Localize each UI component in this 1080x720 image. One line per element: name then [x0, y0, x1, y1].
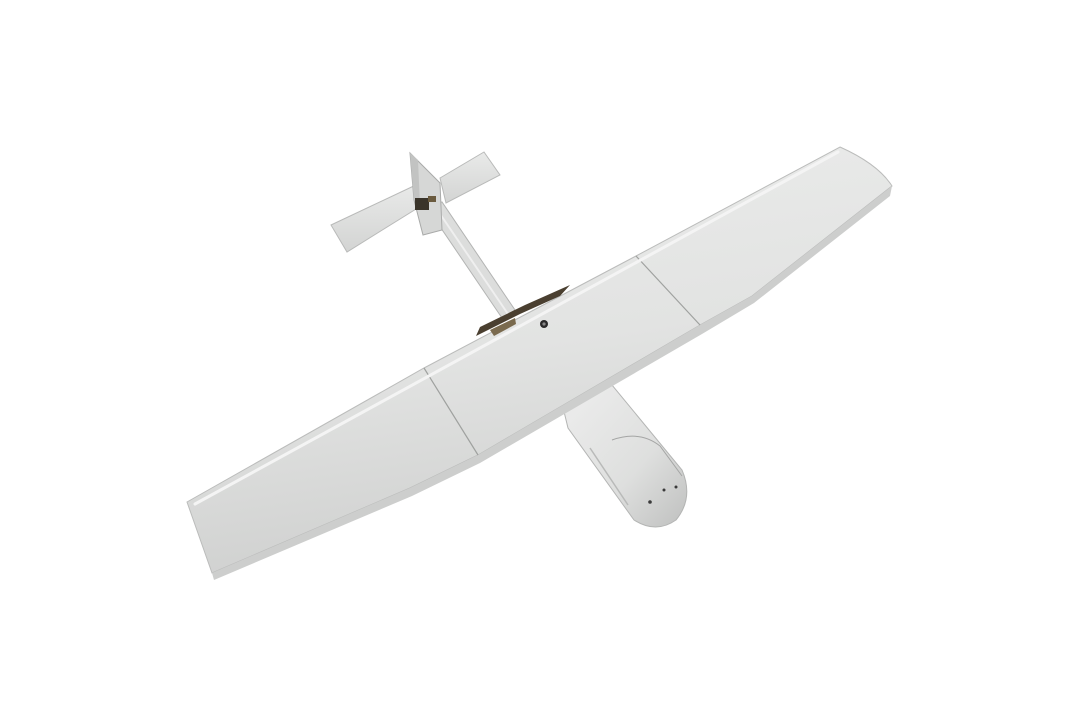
wing-mount-hardware — [476, 285, 570, 336]
vertical-fin — [409, 151, 443, 236]
wing-panel-line-left — [423, 367, 479, 456]
fuselage — [559, 384, 688, 528]
main-wing — [186, 146, 893, 580]
tail-servo-hardware — [415, 196, 436, 210]
wing-panel-line-right — [635, 255, 701, 326]
